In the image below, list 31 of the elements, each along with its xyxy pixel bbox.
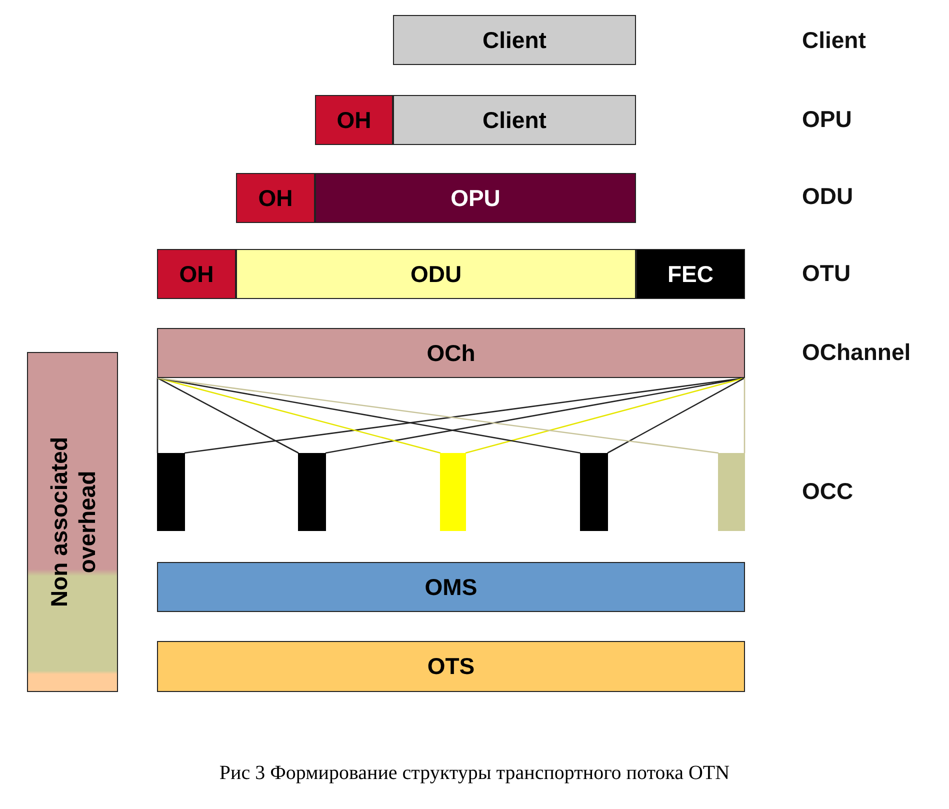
layer-band: OCh	[157, 328, 745, 378]
fec-block: FEC	[636, 249, 745, 299]
payload-block: Client	[393, 95, 636, 145]
layer-name: OTU	[802, 260, 851, 287]
connector-line	[744, 378, 746, 453]
carrier-bar	[298, 453, 326, 531]
payload-block: Client	[393, 15, 636, 65]
connector-line	[157, 377, 299, 454]
overhead-block: OH	[157, 249, 236, 299]
layer-band: OMS	[157, 562, 745, 612]
layer-name: Client	[802, 27, 866, 54]
overhead-block: OH	[315, 95, 393, 145]
carrier-bar	[157, 453, 185, 531]
layer-name: ODU	[802, 183, 854, 210]
connector-line	[157, 377, 441, 454]
connector-line	[607, 377, 745, 454]
layer-band: OTS	[157, 641, 745, 692]
layer-name: OChannel	[802, 339, 911, 366]
carrier-bar	[440, 453, 466, 531]
overhead-panel	[27, 352, 118, 692]
vertical-label: Non associated overhead	[44, 436, 100, 609]
layer-name: OCC	[802, 478, 854, 505]
connector-line	[156, 378, 158, 453]
overhead-block: OH	[236, 173, 315, 223]
payload-block: ODU	[236, 249, 636, 299]
connector-line	[465, 377, 745, 454]
figure-caption: Рис 3 Формирование структуры транспортного потока OTN	[218, 762, 731, 785]
payload-block: OPU	[315, 173, 636, 223]
carrier-bar	[718, 453, 745, 531]
carrier-bar	[580, 453, 608, 531]
layer-name: OPU	[802, 106, 852, 133]
